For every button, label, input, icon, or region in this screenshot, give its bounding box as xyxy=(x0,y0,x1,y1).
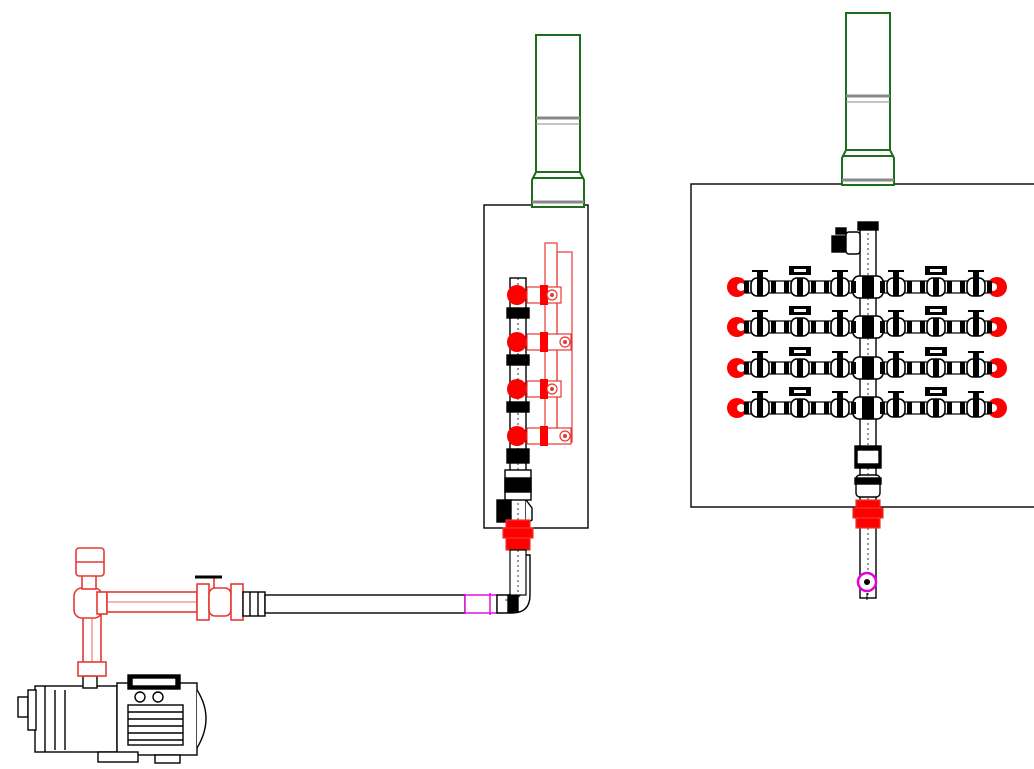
outlet-1 xyxy=(507,285,562,305)
vent-pipe-left xyxy=(531,34,585,208)
panel-left-board xyxy=(483,204,589,529)
outlet-2 xyxy=(507,332,572,352)
manifold-row-4 xyxy=(727,387,1007,420)
pump-inlet xyxy=(17,696,29,718)
panel-right xyxy=(690,12,1034,600)
manifold-row-3 xyxy=(727,347,1007,380)
outlet-4 xyxy=(507,426,572,446)
supply-pipe xyxy=(242,554,531,617)
pump-casing xyxy=(34,685,118,753)
magenta-coupling xyxy=(464,594,498,614)
manifold-row-1 xyxy=(727,266,1007,299)
pump-piping xyxy=(73,547,244,677)
left-manifold-outlets xyxy=(507,285,572,446)
pump xyxy=(17,674,207,764)
manifold-row-2 xyxy=(727,306,1007,339)
right-manifold-rows xyxy=(727,266,1007,420)
vent-pipe-right xyxy=(841,12,895,186)
outlet-3 xyxy=(507,379,562,399)
panel-left xyxy=(483,34,589,596)
